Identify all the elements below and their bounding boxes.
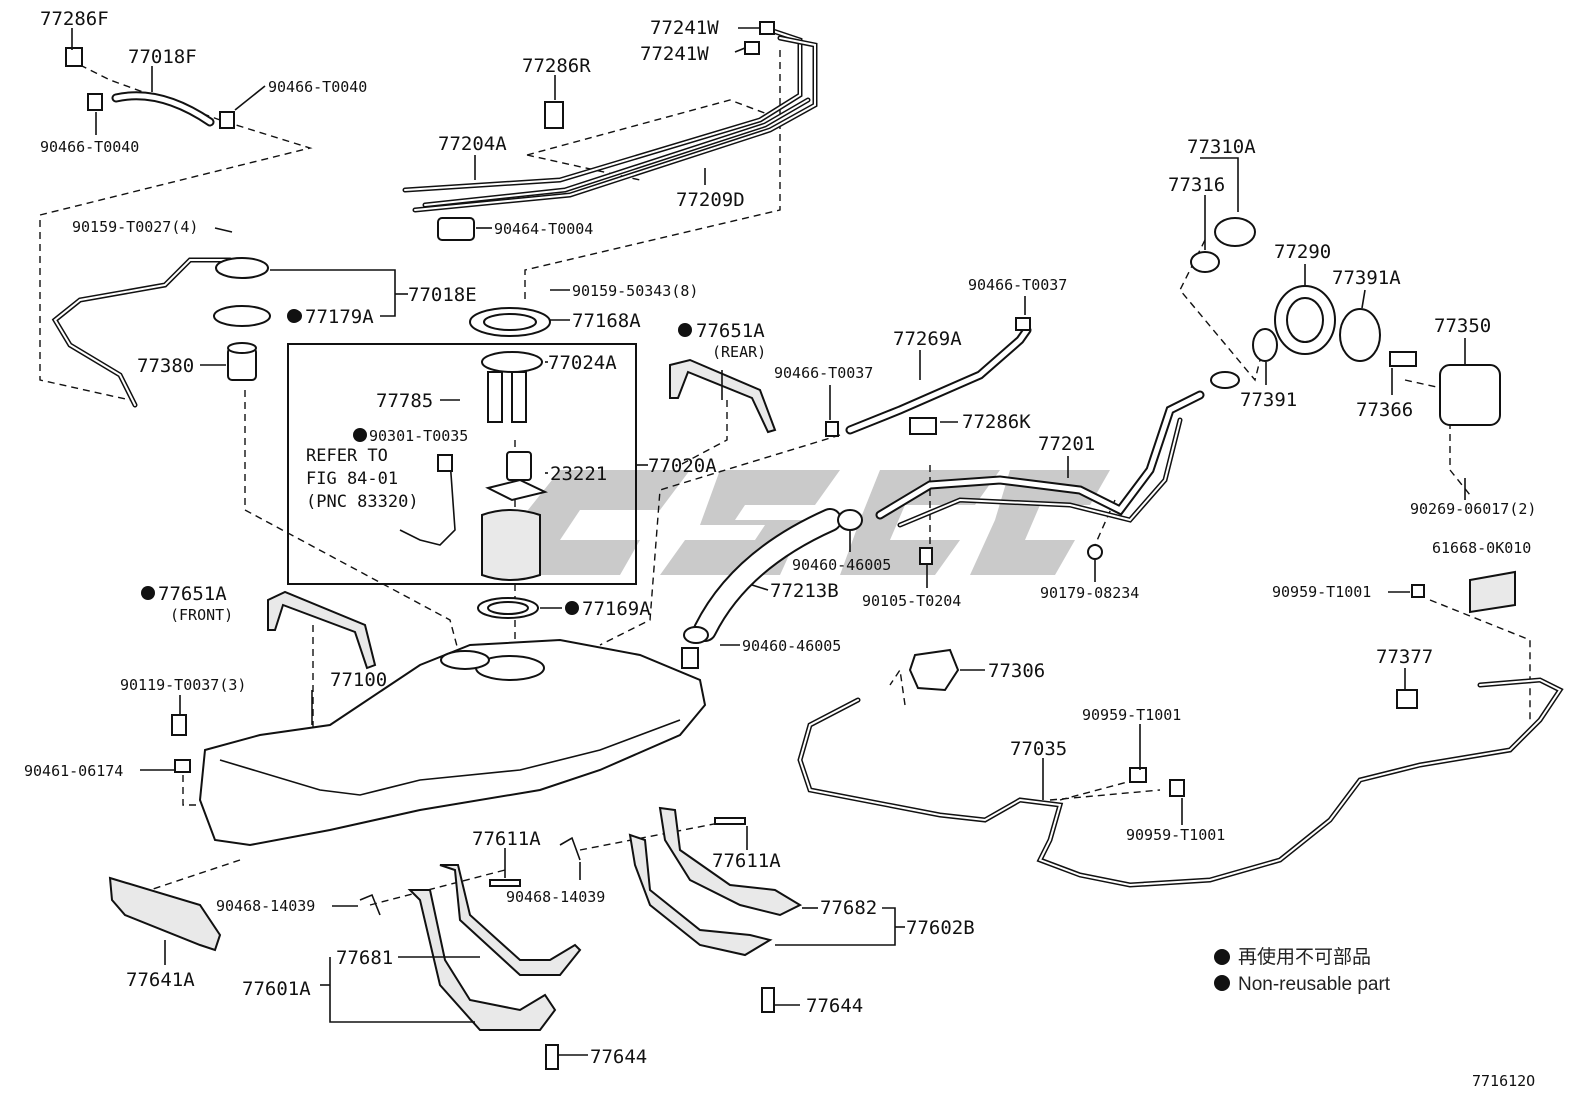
legend-dot-1 <box>1214 949 1230 965</box>
label-77201: 77201 <box>1038 433 1095 455</box>
label-90464-T0004: 90464-T0004 <box>494 220 593 238</box>
figure-code: 771612O <box>1472 1072 1535 1090</box>
label-90159-T0027: 90159-T0027(4) <box>72 218 198 236</box>
label-90460-46005-a: 90460-46005 <box>792 556 891 574</box>
label-77682: 77682 <box>820 897 877 919</box>
label-77601A: 77601A <box>242 978 311 1000</box>
label-77306: 77306 <box>988 660 1045 682</box>
label-90468-14039-a: 90468-14039 <box>506 888 605 906</box>
fuel-lines-group <box>51 27 1564 888</box>
label-77179A: 77179A <box>305 306 374 328</box>
refer-line-1: REFER TO <box>306 446 388 466</box>
label-77611A-b: 77611A <box>712 850 781 872</box>
label-77380: 77380 <box>137 355 194 377</box>
label-77168A: 77168A <box>572 310 641 332</box>
label-77213B: 77213B <box>770 580 839 602</box>
label-77602B: 77602B <box>906 917 975 939</box>
label-90959-T1001-b: 90959-T1001 <box>1082 706 1181 724</box>
label-77681: 77681 <box>336 947 393 969</box>
label-77169A: 77169A <box>582 598 651 620</box>
non-reusable-markers <box>141 309 1230 991</box>
label-front: (FRONT) <box>170 606 233 624</box>
label-90466-T0037-a: 90466-T0037 <box>968 276 1067 294</box>
refer-box: REFER TO FIG 84-01 (PNC 83320) <box>287 343 637 585</box>
label-77241W-a: 77241W <box>650 17 719 39</box>
label-77286K: 77286K <box>962 411 1031 433</box>
label-77209D: 77209D <box>676 189 745 211</box>
label-90959-T1001-c: 90959-T1001 <box>1126 826 1225 844</box>
label-77644-a: 77644 <box>590 1046 647 1068</box>
label-90159-50343: 90159-50343(8) <box>572 282 698 300</box>
label-90466-T0040-a: 90466-T0040 <box>268 78 367 96</box>
label-77377: 77377 <box>1376 646 1433 668</box>
legend-en: Non-reusable part <box>1238 974 1391 995</box>
label-77651A-rear: 77651A <box>696 320 765 342</box>
legend-dot-2 <box>1214 975 1230 991</box>
label-77651A-front: 77651A <box>158 583 227 605</box>
label-77100: 77100 <box>330 669 387 691</box>
watermark-logo <box>500 470 1110 575</box>
label-77310A: 77310A <box>1187 136 1256 158</box>
label-77641A: 77641A <box>126 969 195 991</box>
label-90105-T0204: 90105-T0204 <box>862 592 961 610</box>
label-77316: 77316 <box>1168 174 1225 196</box>
label-77350: 77350 <box>1434 315 1491 337</box>
label-90119-T0037: 90119-T0037(3) <box>120 676 246 694</box>
refer-line-2: FIG 84-01 <box>306 469 398 489</box>
label-77391: 77391 <box>1240 389 1297 411</box>
label-90269-06017: 90269-06017(2) <box>1410 500 1536 518</box>
refer-line-3: (PNC 83320) <box>306 492 419 512</box>
label-77020A: 77020A <box>648 455 717 477</box>
legend-jp: 再使用不可部品 <box>1238 946 1371 968</box>
label-rear: (REAR) <box>712 343 766 361</box>
label-90959-T1001-a: 90959-T1001 <box>1272 583 1371 601</box>
label-77241W-b: 77241W <box>640 43 709 65</box>
label-77018E: 77018E <box>408 284 477 306</box>
part-shapes <box>65 21 1516 1070</box>
label-77785: 77785 <box>376 390 433 412</box>
label-90466-T0037-b: 90466-T0037 <box>774 364 873 382</box>
leader-lines <box>71 27 1466 1056</box>
label-77204A: 77204A <box>438 133 507 155</box>
label-77366: 77366 <box>1356 399 1413 421</box>
label-90461-06174: 90461-06174 <box>24 762 123 780</box>
label-77035: 77035 <box>1010 738 1067 760</box>
label-77644-b: 77644 <box>806 995 863 1017</box>
label-23221: 23221 <box>550 463 607 485</box>
label-77391A: 77391A <box>1332 267 1401 289</box>
label-77269A: 77269A <box>893 328 962 350</box>
label-77290: 77290 <box>1274 241 1331 263</box>
part-number-labels: 77286F 77018F 90466-T0040 90466-T0040 77… <box>24 8 1536 1068</box>
label-90179-08234: 90179-08234 <box>1040 584 1139 602</box>
label-77611A-a: 77611A <box>472 828 541 850</box>
label-90460-46005-b: 90460-46005 <box>742 637 841 655</box>
label-77286R: 77286R <box>522 55 591 77</box>
label-90468-14039-b: 90468-14039 <box>216 897 315 915</box>
label-77024A: 77024A <box>548 352 617 374</box>
label-77286F: 77286F <box>40 8 109 30</box>
label-90301-T0035: 90301-T0035 <box>369 427 468 445</box>
legend: 再使用不可部品 Non-reusable part <box>1238 946 1391 995</box>
label-90466-T0040-b: 90466-T0040 <box>40 138 139 156</box>
label-61668-0K010: 61668-0K010 <box>1432 539 1531 557</box>
label-77018F: 77018F <box>128 46 197 68</box>
